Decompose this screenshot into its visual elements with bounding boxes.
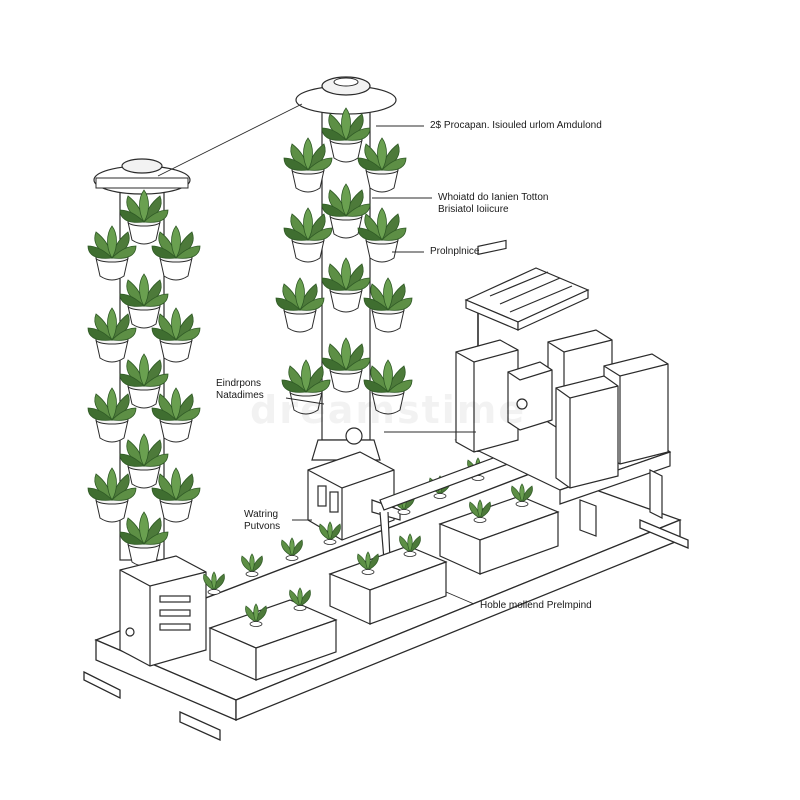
center-tower: [275, 76, 413, 461]
callout-watering-line2: Putvons: [244, 521, 281, 532]
callout-bottom-right-text: Hoble mollend Prelmpind: [480, 600, 592, 611]
grow-bed-3: [438, 483, 560, 575]
callout-top-right-text: 2$ Procapan. Isiouled urlom Amdulond: [430, 120, 602, 131]
callout-mid-right: Whoiatd do Ianien Totton Brisiatol Ioiic…: [438, 192, 548, 216]
callout-mid-right-line2: Brisiatol Ioiicure: [438, 204, 509, 215]
callout-bottom-right: Hoble mollend Prelmpind: [480, 600, 592, 612]
callout-pro: Prolnplnice: [430, 246, 479, 258]
callout-left-line1: Eindrpons: [216, 378, 262, 389]
callout-pro-text: Prolnplnice: [430, 246, 480, 257]
grow-bed-1: [208, 587, 338, 681]
leader-lines: [157, 103, 476, 605]
callout-watering: Watring Putvons: [244, 509, 280, 533]
callout-top-right: 2$ Procapan. Isiouled urlom Amdulond: [430, 120, 602, 132]
control-box-left: [119, 555, 207, 667]
callout-left-line2: Natadimes: [216, 390, 264, 401]
tank-1: [455, 239, 519, 453]
pump-module: [507, 361, 553, 431]
callout-left: Eindrpons Natadimes: [216, 378, 264, 402]
tank-3: [603, 353, 669, 465]
callout-mid-right-line1: Whoiatd do Ianien Totton: [438, 192, 549, 203]
tank-4: [555, 375, 619, 489]
callout-watering-line1: Watring: [244, 509, 279, 520]
left-tower: [87, 158, 201, 567]
pump-unit: [307, 427, 401, 561]
grow-bed-2: [328, 533, 448, 625]
